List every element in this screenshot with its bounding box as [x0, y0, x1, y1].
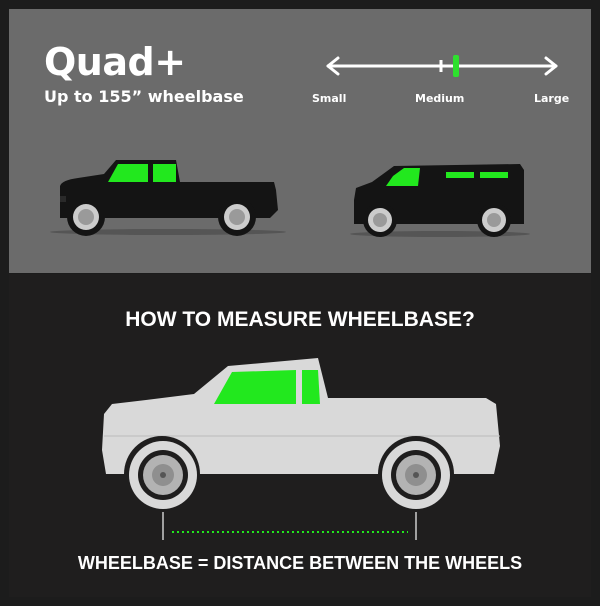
- front-wheel: [67, 198, 105, 236]
- product-title: Quad+: [44, 40, 186, 84]
- scale-label-large: Large: [534, 92, 570, 105]
- scale-label-medium: Medium: [415, 92, 465, 105]
- van-rear-wheel: [477, 203, 511, 237]
- rear-wheel-large: [382, 441, 450, 509]
- scale-label-small: Small: [312, 92, 347, 105]
- scale-marker-medium: [453, 55, 459, 77]
- measure-heading: HOW TO MEASURE WHEELBASE?: [125, 308, 475, 331]
- product-subtitle: Up to 155” wheelbase: [44, 87, 244, 106]
- wheelbase-formula: WHEELBASE = DISTANCE BETWEEN THE WHEELS: [77, 553, 523, 573]
- wheelbase-measure-line: [162, 512, 417, 540]
- rear-wheel: [218, 198, 256, 236]
- front-wheel-large: [129, 441, 197, 509]
- van-front-wheel: [363, 203, 397, 237]
